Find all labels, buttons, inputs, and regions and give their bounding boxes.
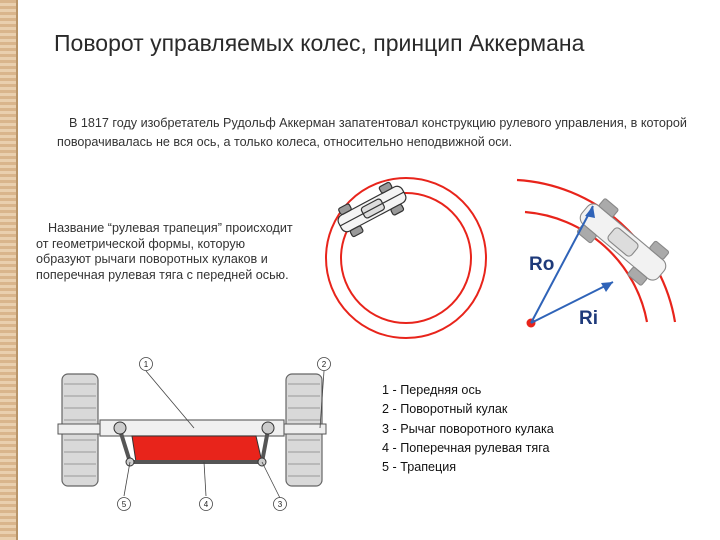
- legend-text: - Трапеция: [389, 460, 457, 475]
- outer-radius-arrowhead: [585, 206, 595, 218]
- legend-num: 2: [382, 402, 390, 417]
- parts-legend: 1 - Передняя ось 2 - Поворотный кулак 3 …: [382, 381, 682, 477]
- outer-radius-line: [530, 205, 594, 324]
- left-kingpin: [113, 421, 127, 435]
- callout-1: 1: [144, 360, 149, 369]
- legend-num: 1: [382, 383, 390, 397]
- inner-turn-circle: [340, 192, 472, 324]
- callout-4: 4: [204, 500, 209, 509]
- legend-item: 3 - Рычаг поворотного кулака: [382, 420, 682, 439]
- decorative-side-line: [16, 0, 18, 540]
- legend-num: 3: [382, 421, 390, 436]
- trapezoid-note-text: Название “рулевая трапеция” происходит о…: [36, 221, 293, 282]
- legend-item: 2 - Поворотный кулак: [382, 400, 682, 419]
- radius-diagram: Ro Ri: [516, 178, 677, 329]
- right-kingpin: [261, 421, 275, 435]
- trapezoid-note: Название “рулевая трапеция” происходит о…: [36, 221, 296, 283]
- steering-trapezoid-diagram: 1 2 3 4 5: [44, 348, 344, 518]
- left-hub: [57, 423, 101, 435]
- inner-arc: [524, 210, 649, 323]
- callout-3: 3: [278, 500, 283, 509]
- legend-text: - Поворотный кулак: [389, 402, 508, 417]
- front-axle-beam: [99, 419, 285, 437]
- slide-title: Поворот управляемых колес, принцип Аккер…: [54, 30, 585, 56]
- inner-radius-arrowhead: [601, 282, 613, 292]
- right-steering-arm: [260, 429, 270, 463]
- legend-text: - Рычаг поворотного кулака: [389, 421, 554, 436]
- inner-radius-label: Ri: [579, 308, 598, 329]
- legend-text: - Поперечная рулевая тяга: [389, 440, 550, 455]
- legend-item: 5 - Трапеция: [382, 458, 682, 477]
- callout-5: 5: [122, 500, 127, 509]
- legend-num: 5: [382, 460, 390, 475]
- outer-arc: [516, 178, 677, 323]
- intro-paragraph: В 1817 году изобретатель Рудольф Аккерма…: [57, 114, 687, 152]
- callout-2: 2: [322, 360, 327, 369]
- inner-radius-line: [530, 281, 614, 324]
- intro-text: В 1817 году изобретатель Рудольф Аккерма…: [57, 116, 687, 149]
- steering-trapezoid-fill: [131, 435, 263, 463]
- car-top-view: [576, 198, 670, 286]
- outer-radius-label: Ro: [529, 254, 554, 275]
- legend-item: 1 - Передняя ось: [382, 381, 682, 400]
- legend-item: 4 - Поперечная рулевая тяга: [382, 439, 682, 458]
- turning-circle-diagram: [325, 177, 487, 339]
- car-icon: [337, 181, 407, 238]
- legend-num: 4: [382, 440, 390, 455]
- legend-text: - Передняя ось: [389, 383, 482, 397]
- outer-turn-circle: [325, 177, 487, 339]
- decorative-side-stripe: [0, 0, 16, 540]
- left-steering-arm: [118, 429, 132, 463]
- right-hub: [283, 423, 327, 435]
